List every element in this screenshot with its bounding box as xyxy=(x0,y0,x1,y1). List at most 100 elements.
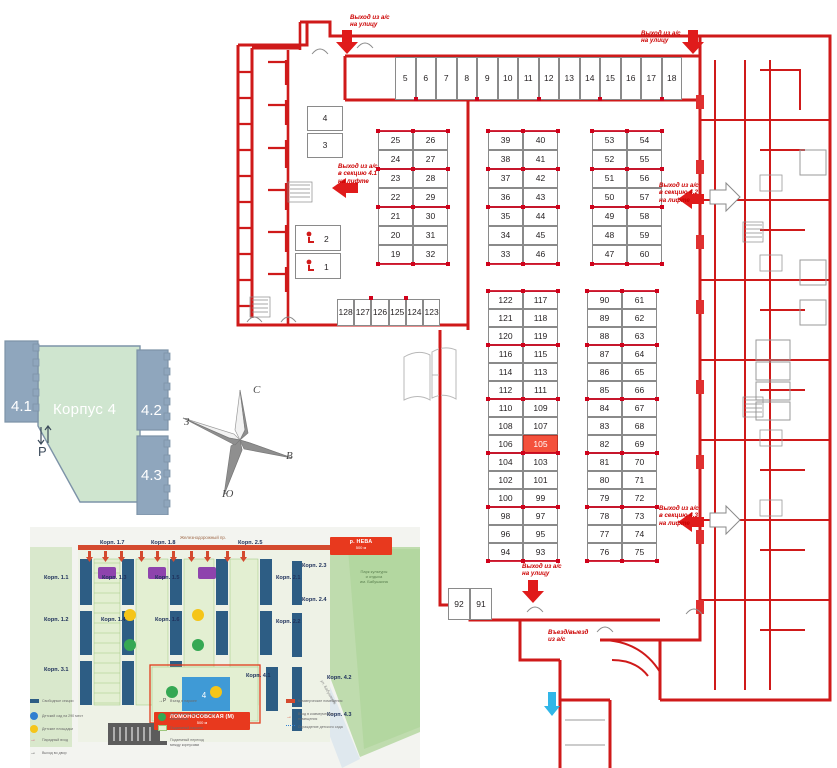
parking-cell-16[interactable]: 16 xyxy=(620,57,641,100)
parking-cell-88[interactable]: 88 xyxy=(587,327,622,345)
parking-cell-19[interactable]: 19 xyxy=(378,245,413,264)
parking-cell-66[interactable]: 66 xyxy=(622,381,657,399)
parking-cell-91[interactable]: 91 xyxy=(470,588,492,620)
parking-cell-123[interactable]: 123 xyxy=(423,299,441,326)
parking-cell-80[interactable]: 80 xyxy=(587,471,622,489)
parking-cell-101[interactable]: 101 xyxy=(523,471,558,489)
parking-cell-74[interactable]: 74 xyxy=(622,525,657,543)
parking-cell-49[interactable]: 49 xyxy=(592,207,627,226)
parking-cell-5[interactable]: 5 xyxy=(395,57,416,100)
parking-cell-119[interactable]: 119 xyxy=(523,327,558,345)
parking-cell-35[interactable]: 35 xyxy=(488,207,523,226)
parking-cell-22[interactable]: 22 xyxy=(378,188,413,207)
parking-cell-9[interactable]: 9 xyxy=(477,57,498,100)
parking-cell-20[interactable]: 20 xyxy=(378,226,413,245)
parking-cell-95[interactable]: 95 xyxy=(523,525,558,543)
parking-cell-51[interactable]: 51 xyxy=(592,169,627,188)
parking-cell-102[interactable]: 102 xyxy=(488,471,523,489)
parking-cell-17[interactable]: 17 xyxy=(641,57,662,100)
parking-cell-104[interactable]: 104 xyxy=(488,453,523,471)
parking-cell-10[interactable]: 10 xyxy=(497,57,518,100)
parking-cell-34[interactable]: 34 xyxy=(488,226,523,245)
parking-cell-106[interactable]: 106 xyxy=(488,435,523,453)
parking-cell-50[interactable]: 50 xyxy=(592,188,627,207)
parking-cell-114[interactable]: 114 xyxy=(488,363,523,381)
parking-cell-44[interactable]: 44 xyxy=(523,207,558,226)
parking-cell-72[interactable]: 72 xyxy=(622,489,657,507)
parking-cell-103[interactable]: 103 xyxy=(523,453,558,471)
parking-cell-58[interactable]: 58 xyxy=(627,207,662,226)
parking-cell-126[interactable]: 126 xyxy=(371,299,389,326)
parking-cell-3[interactable]: 3 xyxy=(307,133,343,158)
parking-cell-73[interactable]: 73 xyxy=(622,507,657,525)
parking-cell-41[interactable]: 41 xyxy=(523,150,558,169)
parking-cell-84[interactable]: 84 xyxy=(587,399,622,417)
parking-cell-26[interactable]: 26 xyxy=(413,131,448,150)
parking-cell-109[interactable]: 109 xyxy=(523,399,558,417)
parking-cell-55[interactable]: 55 xyxy=(627,150,662,169)
parking-cell-18[interactable]: 18 xyxy=(661,57,682,100)
parking-cell-60[interactable]: 60 xyxy=(627,245,662,264)
parking-cell-33[interactable]: 33 xyxy=(488,245,523,264)
parking-cell-48[interactable]: 48 xyxy=(592,226,627,245)
parking-cell-15[interactable]: 15 xyxy=(600,57,621,100)
parking-cell-27[interactable]: 27 xyxy=(413,150,448,169)
parking-cell-128[interactable]: 128 xyxy=(337,299,355,326)
parking-cell-64[interactable]: 64 xyxy=(622,345,657,363)
parking-cell-12[interactable]: 12 xyxy=(538,57,559,100)
parking-cell-82[interactable]: 82 xyxy=(587,435,622,453)
parking-cell-13[interactable]: 13 xyxy=(559,57,580,100)
parking-cell-57[interactable]: 57 xyxy=(627,188,662,207)
parking-cell-98[interactable]: 98 xyxy=(488,507,523,525)
parking-cell-85[interactable]: 85 xyxy=(587,381,622,399)
parking-cell-75[interactable]: 75 xyxy=(622,543,657,561)
parking-cell-100[interactable]: 100 xyxy=(488,489,523,507)
parking-cell-37[interactable]: 37 xyxy=(488,169,523,188)
parking-cell-69[interactable]: 69 xyxy=(622,435,657,453)
parking-cell-112[interactable]: 112 xyxy=(488,381,523,399)
parking-cell-25[interactable]: 25 xyxy=(378,131,413,150)
parking-cell-53[interactable]: 53 xyxy=(592,131,627,150)
parking-cell-30[interactable]: 30 xyxy=(413,207,448,226)
parking-cell-97[interactable]: 97 xyxy=(523,507,558,525)
parking-cell-61[interactable]: 61 xyxy=(622,291,657,309)
parking-cell-76[interactable]: 76 xyxy=(587,543,622,561)
parking-cell-117[interactable]: 117 xyxy=(523,291,558,309)
parking-cell-23[interactable]: 23 xyxy=(378,169,413,188)
parking-cell-7[interactable]: 7 xyxy=(436,57,457,100)
parking-cell-124[interactable]: 124 xyxy=(405,299,423,326)
parking-cell-32[interactable]: 32 xyxy=(413,245,448,264)
parking-cell-6[interactable]: 6 xyxy=(415,57,436,100)
parking-cell-47[interactable]: 47 xyxy=(592,245,627,264)
parking-cell-63[interactable]: 63 xyxy=(622,327,657,345)
parking-cell-68[interactable]: 68 xyxy=(622,417,657,435)
parking-cell-14[interactable]: 14 xyxy=(579,57,600,100)
parking-cell-107[interactable]: 107 xyxy=(523,417,558,435)
parking-cell-79[interactable]: 79 xyxy=(587,489,622,507)
parking-cell-43[interactable]: 43 xyxy=(523,188,558,207)
parking-cell-96[interactable]: 96 xyxy=(488,525,523,543)
parking-cell-92[interactable]: 92 xyxy=(448,588,470,620)
parking-cell-8[interactable]: 8 xyxy=(456,57,477,100)
parking-cell-108[interactable]: 108 xyxy=(488,417,523,435)
parking-cell-94[interactable]: 94 xyxy=(488,543,523,561)
parking-cell-121[interactable]: 121 xyxy=(488,309,523,327)
parking-cell-42[interactable]: 42 xyxy=(523,169,558,188)
parking-cell-52[interactable]: 52 xyxy=(592,150,627,169)
parking-cell-40[interactable]: 40 xyxy=(523,131,558,150)
parking-cell-113[interactable]: 113 xyxy=(523,363,558,381)
parking-cell-29[interactable]: 29 xyxy=(413,188,448,207)
parking-cell-105[interactable]: 105 xyxy=(523,435,558,453)
parking-cell-125[interactable]: 125 xyxy=(388,299,406,326)
parking-cell-38[interactable]: 38 xyxy=(488,150,523,169)
parking-cell-120[interactable]: 120 xyxy=(488,327,523,345)
parking-cell-4[interactable]: 4 xyxy=(307,106,343,131)
parking-cell-65[interactable]: 65 xyxy=(622,363,657,381)
parking-cell-127[interactable]: 127 xyxy=(354,299,372,326)
parking-cell-89[interactable]: 89 xyxy=(587,309,622,327)
parking-cell-78[interactable]: 78 xyxy=(587,507,622,525)
parking-accessible-cell-1[interactable]: 1 xyxy=(295,253,341,279)
parking-cell-36[interactable]: 36 xyxy=(488,188,523,207)
parking-cell-24[interactable]: 24 xyxy=(378,150,413,169)
parking-cell-99[interactable]: 99 xyxy=(523,489,558,507)
